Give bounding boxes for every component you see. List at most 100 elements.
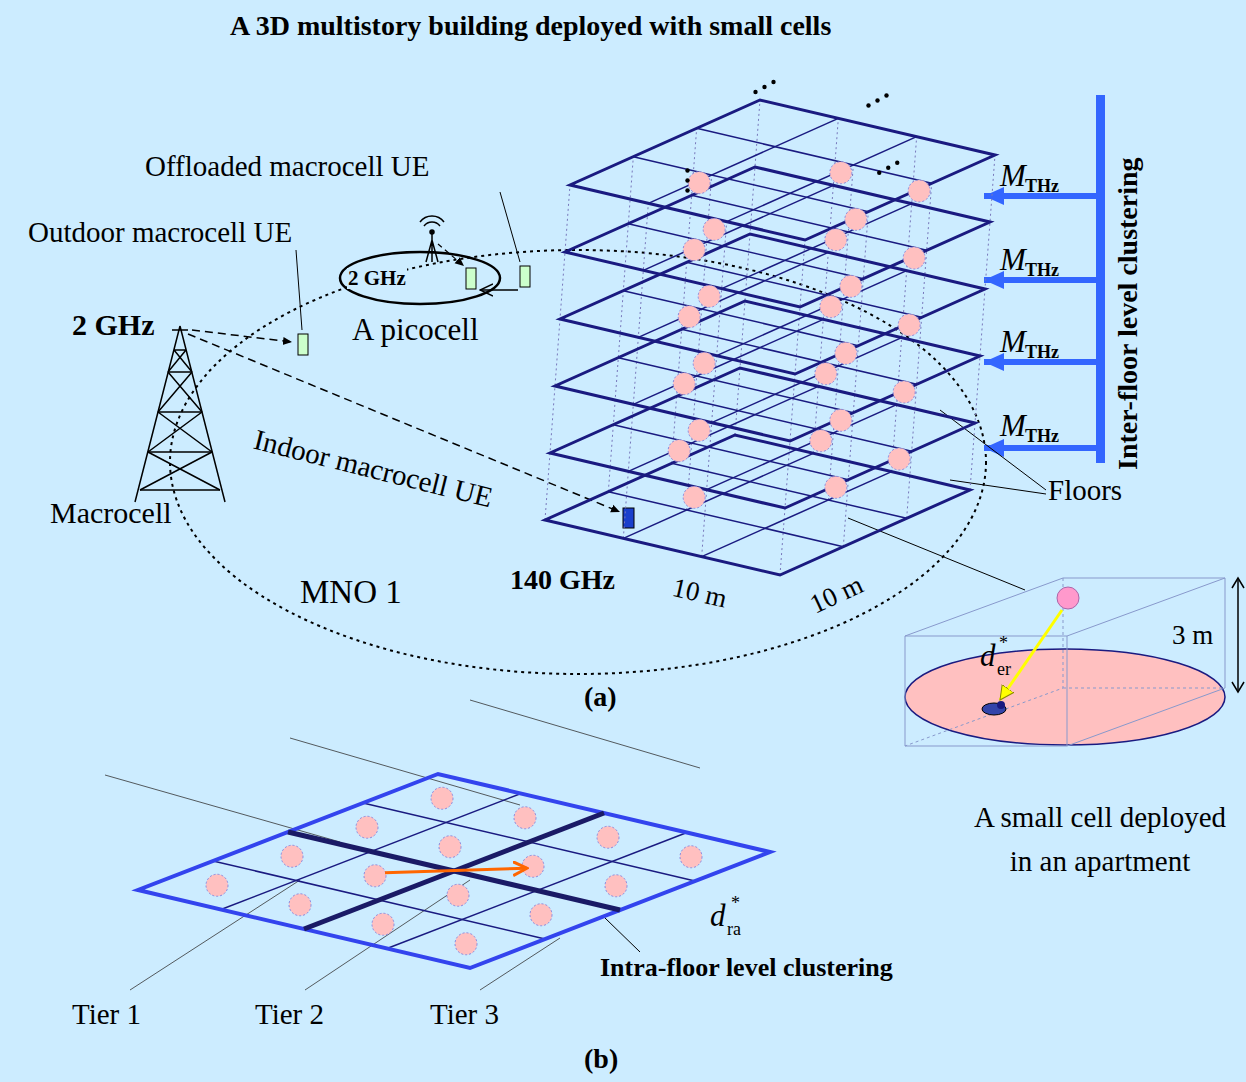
small-cell [206, 874, 228, 896]
small-cell [289, 894, 311, 916]
continuation-dot [877, 171, 881, 175]
pillar-line [608, 157, 633, 492]
grid-line [638, 252, 828, 337]
leader-line [848, 518, 1025, 590]
grid-line [628, 386, 818, 471]
small-cell [1057, 587, 1079, 609]
small-cell [514, 807, 536, 829]
continuation-dot [685, 178, 689, 182]
pillar-line [735, 100, 760, 435]
subscript: THz [1025, 343, 1059, 361]
subscript: THz [1025, 261, 1059, 279]
grid-line [648, 118, 838, 203]
small-cell [898, 314, 920, 336]
subscript: ra [727, 920, 741, 938]
continuation-dot [771, 80, 775, 84]
symbol-label: M [1000, 160, 1026, 191]
small-cell [678, 306, 700, 328]
caption-label: Intra-floor level clustering [600, 955, 893, 981]
small-cell [668, 440, 690, 462]
pillar-line [780, 240, 805, 575]
part-label: (a) [584, 683, 617, 711]
leader-line [940, 410, 1046, 490]
pillar-line [970, 155, 995, 490]
small-cell [835, 342, 857, 364]
small-cell [455, 933, 477, 955]
pillar-line [623, 203, 648, 538]
frequency-label: 2 GHz [72, 310, 155, 340]
small-cell [903, 247, 925, 269]
symbol-label: M [1000, 244, 1026, 275]
grid-line [623, 453, 813, 538]
small-cell [356, 816, 378, 838]
tier-label: Tier 1 [72, 1000, 141, 1029]
dimension-label: 10 m [670, 574, 729, 613]
superscript: * [731, 894, 740, 912]
grid-line [702, 472, 892, 557]
cluster-outline [138, 774, 770, 968]
tier-guide [105, 700, 700, 990]
small-cell [605, 875, 627, 897]
ue-icon [466, 268, 476, 289]
ue-label: Offloaded macrocell UE [145, 152, 430, 181]
floor-outline [550, 368, 975, 508]
oval-outline [340, 252, 500, 304]
axis-label: Inter-floor level clustering [1114, 157, 1142, 470]
callout-label: A small cell deployed in an apartment [968, 796, 1232, 883]
subscript: THz [1025, 427, 1059, 445]
small-cell [281, 845, 303, 867]
continuation-dot [875, 98, 879, 102]
cluster-divider [304, 813, 604, 929]
small-cell [893, 381, 915, 403]
cluster-divider [288, 832, 620, 910]
floor-plan [138, 774, 770, 968]
subscript: THz [1025, 177, 1059, 195]
small-cell [703, 218, 725, 240]
cell-label: Macrocell [50, 498, 172, 528]
frequency-label: 2 GHz [347, 268, 407, 289]
mno-region [170, 250, 986, 674]
symbol-label: M [1000, 326, 1026, 357]
grid-line [727, 137, 917, 222]
small-cell [825, 229, 847, 251]
operator-label: MNO 1 [300, 576, 402, 609]
floor-outline [555, 301, 980, 441]
ue-label: Indoor macrocell UE [251, 425, 496, 512]
small-cell [439, 836, 461, 858]
small-cell [522, 855, 544, 877]
offload-arrow [480, 289, 518, 291]
node-title: A picocell [352, 314, 479, 345]
building [545, 80, 995, 575]
frequency-label: 140 GHz [510, 566, 615, 594]
small-cell [683, 239, 705, 261]
grid-line [613, 425, 848, 480]
leader-line [296, 250, 302, 330]
macrocell-tower [135, 326, 225, 502]
apartment-floor-area [905, 649, 1225, 745]
grid-line [288, 832, 620, 910]
ue-label: Outdoor macrocell UE [28, 218, 292, 247]
symbol-label: d [980, 640, 996, 671]
subscript: er [997, 660, 1011, 678]
small-cell [908, 180, 930, 202]
small-cell [845, 208, 867, 230]
small-cell [820, 296, 842, 318]
continuation-dot [762, 85, 766, 89]
small-cell [431, 787, 453, 809]
pillar-line [907, 183, 932, 518]
grid-line [697, 128, 932, 183]
small-cell [810, 430, 832, 452]
callout-label: Floors [1048, 476, 1122, 505]
figure-title: A 3D multistory building deployed with s… [230, 12, 831, 40]
continuation-dot [866, 103, 870, 107]
small-cell [372, 913, 394, 935]
grid-line [633, 157, 868, 212]
small-cell [840, 275, 862, 297]
floor-outline [565, 167, 990, 307]
apartment-box [905, 578, 1225, 746]
ue-icon [298, 334, 308, 355]
continuation-dot [753, 90, 757, 94]
continuation-dot [884, 93, 888, 97]
small-cell [888, 448, 910, 470]
floor-outline [570, 100, 995, 240]
